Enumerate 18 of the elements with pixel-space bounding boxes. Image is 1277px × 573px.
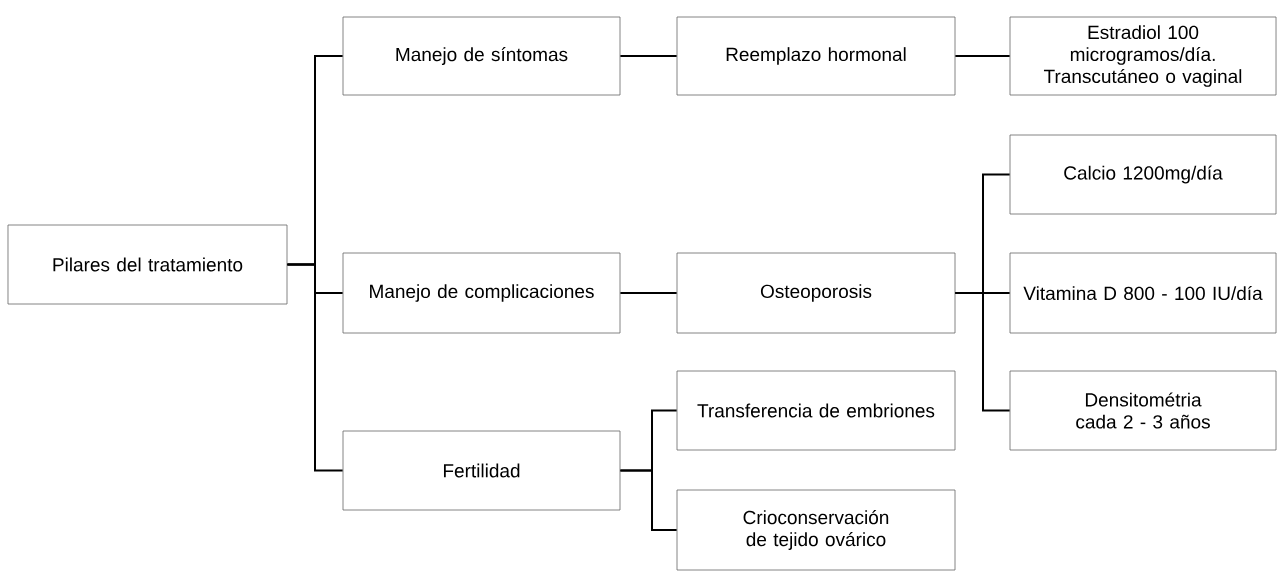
connector-line [619,55,678,57]
process-box: Vitamina D 800 - 100 IU/día [1009,252,1277,334]
connector-line [619,292,678,294]
process-box: Manejo de complicaciones [342,252,621,334]
connector-line [954,292,1011,412]
process-box: Pilares del tratamiento [7,224,288,305]
process-box: Calcio 1200mg/día [1009,134,1277,215]
connector-line [954,55,1011,57]
process-box: Transferencia de embriones [676,370,956,451]
process-box: Crioconservación de tejido ovárico [676,489,956,571]
process-box: Reemplazo hormonal [676,16,956,96]
process-box: Osteoporosis [676,252,956,334]
process-box: Manejo de síntomas [342,16,621,96]
connector-line [619,469,678,531]
process-box: Estradiol 100 microgramos/día. Transcutáneo o vaginal [1009,16,1277,96]
connector-line [286,263,344,472]
process-box: Densitométria cada 2 - 3 años [1009,370,1277,451]
process-box: Fertilidad [342,430,621,511]
